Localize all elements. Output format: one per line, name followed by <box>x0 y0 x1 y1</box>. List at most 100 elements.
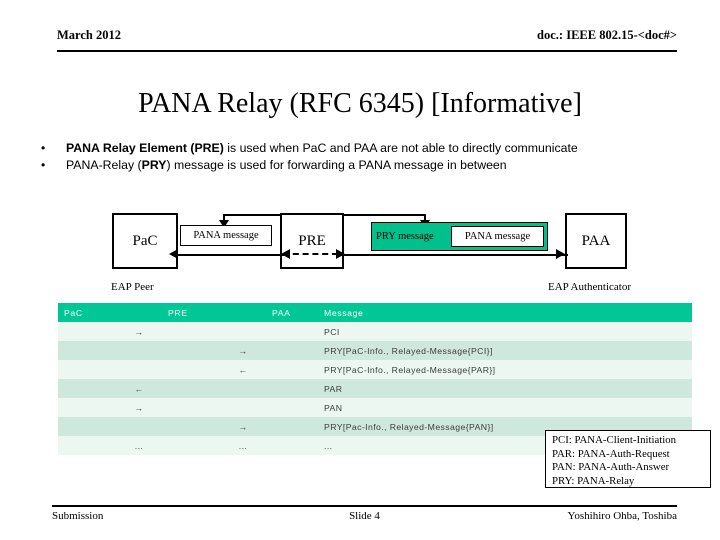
cell-arrow-1 <box>110 360 162 379</box>
cell-arrow-1: → <box>110 322 162 341</box>
legend-line-pry: PRY: PANA-Relay <box>552 474 635 487</box>
cell-pac <box>58 322 110 341</box>
arrow-down-left-icon <box>219 220 229 228</box>
footer-submission: Submission <box>52 510 104 522</box>
connector-vertical-right <box>424 214 426 224</box>
role-label-eap-authenticator: EAP Authenticator <box>548 281 631 293</box>
pana-message-right-label: PANA message <box>464 231 531 242</box>
bullet-text-pre: PANA-Relay ( <box>66 158 142 172</box>
cell-paa <box>266 341 318 360</box>
cell-arrow-1: ... <box>110 436 162 455</box>
slide-header: March 2012 doc.: IEEE 802.15-<doc#> <box>57 28 677 50</box>
cell-pac <box>58 436 110 455</box>
cell-pre <box>162 322 214 341</box>
pana-message-left-box: PANA message <box>180 225 272 246</box>
cell-pac <box>58 360 110 379</box>
col-header-paa: PAA <box>266 303 318 322</box>
association-line-left <box>172 254 284 256</box>
cell-arrow-1 <box>110 417 162 436</box>
cell-pre <box>162 379 214 398</box>
cell-arrow-2: → <box>214 341 266 360</box>
col-header-arrow-1 <box>110 303 162 322</box>
footer-author: Yoshihiro Ohba, Toshiba <box>567 510 677 522</box>
col-header-pre: PRE <box>162 303 214 322</box>
cell-message: PAN <box>318 398 692 417</box>
cell-pre <box>162 341 214 360</box>
cell-paa <box>266 417 318 436</box>
cell-pac <box>58 417 110 436</box>
node-paa: PAA <box>565 213 627 269</box>
footer-slide-number: Slide 4 <box>349 510 380 522</box>
cell-message: PRY[PaC-Info., Relayed-Message{PCI}] <box>318 341 692 360</box>
arrow-left-into-pac-icon <box>169 249 178 259</box>
header-doc-id: doc.: IEEE 802.15-<doc#> <box>537 28 677 42</box>
bullet-bold-term: PANA Relay Element (PRE) <box>66 141 224 155</box>
cell-paa <box>266 436 318 455</box>
bullet-bold-term: PRY <box>141 158 167 172</box>
cell-pac <box>58 379 110 398</box>
cell-pre <box>162 360 214 379</box>
table-row: ← PAR <box>58 379 692 398</box>
pry-message-label: PRY message <box>376 231 434 242</box>
table-row: → PRY[PaC-Info., Relayed-Message{PCI}] <box>58 341 692 360</box>
legend-line-pci: PCI: PANA-Client-Initiation <box>552 434 677 446</box>
bullet-text: ) message is used for forwarding a PANA … <box>166 158 507 172</box>
col-header-pac: PaC <box>58 303 110 322</box>
pana-message-left-label: PANA message <box>193 230 259 241</box>
cell-arrow-1 <box>110 341 162 360</box>
association-line-right <box>338 254 568 256</box>
node-pac: PaC <box>112 213 178 269</box>
bullet-marker: • <box>41 158 46 172</box>
node-pre-label: PRE <box>298 232 326 249</box>
cell-pre <box>162 398 214 417</box>
pry-message-box: PRY message PANA message <box>371 222 548 251</box>
col-header-arrow-2 <box>214 303 266 322</box>
table-row: → PCI <box>58 322 692 341</box>
header-date: March 2012 <box>57 28 121 42</box>
bullet-marker: • <box>41 141 46 155</box>
cell-arrow-2 <box>214 379 266 398</box>
cell-arrow-2: ← <box>214 360 266 379</box>
cell-pre <box>162 436 214 455</box>
cell-arrow-2: ... <box>214 436 266 455</box>
cell-message: PCI <box>318 322 692 341</box>
association-line-dashed <box>283 253 338 255</box>
cell-arrow-2 <box>214 398 266 417</box>
cell-paa <box>266 379 318 398</box>
cell-arrow-1: ← <box>110 379 162 398</box>
connector-vertical-left <box>223 214 225 224</box>
arrow-right-into-paa-icon <box>556 249 565 259</box>
cell-arrow-1: → <box>110 398 162 417</box>
cell-arrow-2: → <box>214 417 266 436</box>
table-row: → PAN <box>58 398 692 417</box>
table-row: ← PRY[PaC-Info., Relayed-Message{PAR}] <box>58 360 692 379</box>
cell-paa <box>266 322 318 341</box>
cell-message: PRY[PaC-Info., Relayed-Message{PAR}] <box>318 360 692 379</box>
pana-message-right-box: PANA message <box>451 226 544 247</box>
bullet-text: is used when PaC and PAA are not able to… <box>223 141 578 155</box>
page-title: PANA Relay (RFC 6345) [Informative] <box>138 88 582 119</box>
cell-arrow-2 <box>214 322 266 341</box>
cell-paa <box>266 360 318 379</box>
relay-diagram: PaC PANA message PRE PRY message PANA me… <box>0 200 720 300</box>
cell-pac <box>58 341 110 360</box>
slide-footer: Slide 4 Submission Yoshihiro Ohba, Toshi… <box>52 510 677 528</box>
col-header-message: Message <box>318 303 692 322</box>
node-paa-label: PAA <box>581 232 611 249</box>
table-header-row: PaC PRE PAA Message <box>58 303 692 322</box>
arrow-right-out-of-pre-icon <box>336 249 345 259</box>
node-pre: PRE <box>280 213 344 269</box>
bullet-list: • PANA Relay Element (PRE) is used when P… <box>34 140 706 174</box>
cell-pac <box>58 398 110 417</box>
cell-paa <box>266 398 318 417</box>
role-label-eap-peer: EAP Peer <box>111 281 154 293</box>
list-item: • PANA Relay Element (PRE) is used when P… <box>34 140 706 157</box>
arrow-left-into-pre-icon <box>281 249 290 259</box>
node-pac-label: PaC <box>132 232 158 249</box>
cell-pre <box>162 417 214 436</box>
abbreviation-legend-box: PCI: PANA-Client-Initiation PAR: PANA-Au… <box>545 430 711 488</box>
legend-line-par: PAR: PANA-Auth-Request <box>552 447 670 460</box>
footer-divider <box>52 505 677 507</box>
list-item: • PANA-Relay (PRY) message is used for fo… <box>34 157 706 174</box>
